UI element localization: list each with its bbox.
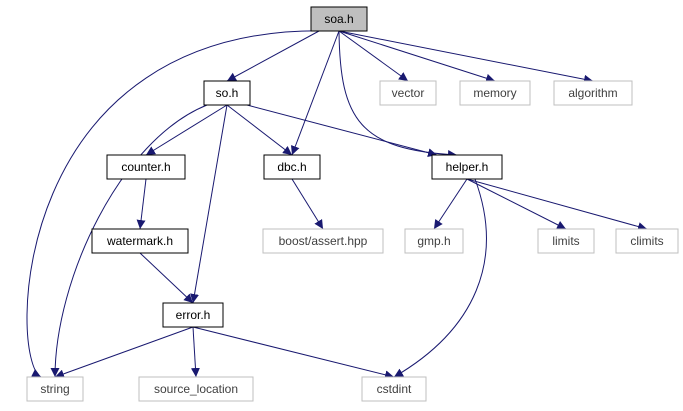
node-label: vector bbox=[392, 86, 425, 100]
edge-so-to-counter bbox=[145, 104, 228, 156]
edge-so-to-helper bbox=[246, 104, 438, 158]
node-box bbox=[459, 80, 531, 106]
node-limits: limits bbox=[537, 228, 595, 254]
node-box bbox=[615, 228, 679, 254]
edge-error-to-string bbox=[54, 326, 194, 379]
edge-so-to-dbc bbox=[226, 104, 293, 156]
edge-so-to-error bbox=[190, 104, 228, 304]
edge-helper-to-limits bbox=[466, 178, 567, 230]
node-counter[interactable]: counter.h bbox=[106, 154, 186, 180]
edge-soa-to-memory bbox=[338, 30, 496, 83]
node-box bbox=[431, 154, 503, 180]
edge-counter-to-watermark bbox=[136, 178, 147, 230]
node-label: algorithm bbox=[568, 86, 617, 100]
edge-helper-to-gmp bbox=[433, 178, 468, 230]
node-label: soa.h bbox=[324, 12, 353, 26]
node-box bbox=[537, 228, 595, 254]
node-box bbox=[553, 80, 633, 106]
edge-dbc-to-boost_assert bbox=[291, 178, 324, 230]
node-label: boost/assert.hpp bbox=[279, 234, 368, 248]
node-label: counter.h bbox=[121, 160, 170, 174]
edge-soa-to-dbc bbox=[290, 30, 340, 156]
node-box bbox=[262, 228, 384, 254]
edge-soa-to-so bbox=[226, 30, 320, 82]
node-label: helper.h bbox=[446, 160, 489, 174]
edge-error-to-source_location bbox=[190, 326, 200, 378]
node-watermark[interactable]: watermark.h bbox=[91, 228, 189, 254]
node-dbc[interactable]: dbc.h bbox=[263, 154, 321, 180]
node-label: source_location bbox=[154, 382, 238, 396]
node-label: climits bbox=[630, 234, 663, 248]
node-label: so.h bbox=[216, 86, 239, 100]
nodes-layer: soa.h so.h vector memory algorithm counter.h d… bbox=[26, 6, 679, 402]
node-label: watermark.h bbox=[106, 234, 173, 248]
edge-soa-to-vector bbox=[338, 30, 409, 82]
node-soa[interactable]: soa.h bbox=[310, 6, 368, 32]
edge-so-to-string bbox=[50, 104, 208, 378]
node-box bbox=[263, 154, 321, 180]
edge-watermark-to-error bbox=[139, 252, 194, 304]
node-vector: vector bbox=[379, 80, 437, 106]
node-box bbox=[26, 376, 84, 402]
node-box bbox=[162, 302, 224, 328]
node-boost-assert: boost/assert.hpp bbox=[262, 228, 384, 254]
node-box bbox=[310, 6, 368, 32]
node-algorithm: algorithm bbox=[553, 80, 633, 106]
node-box bbox=[404, 228, 464, 254]
node-memory: memory bbox=[459, 80, 531, 106]
node-label: cstdint bbox=[377, 382, 412, 396]
node-cstdint: cstdint bbox=[361, 376, 427, 402]
edge-soa-to-string bbox=[26, 30, 335, 378]
node-box bbox=[138, 376, 254, 402]
edge-soa-to-algorithm bbox=[338, 30, 594, 84]
node-error[interactable]: error.h bbox=[162, 302, 224, 328]
node-so[interactable]: so.h bbox=[203, 80, 251, 106]
edge-error-to-cstdint bbox=[192, 326, 395, 380]
node-label: string bbox=[40, 382, 69, 396]
node-box bbox=[91, 228, 189, 254]
node-string: string bbox=[26, 376, 84, 402]
node-label: memory bbox=[473, 86, 516, 100]
node-label: limits bbox=[552, 234, 579, 248]
node-source-location: source_location bbox=[138, 376, 254, 402]
node-box bbox=[203, 80, 251, 106]
edges-layer bbox=[26, 30, 648, 380]
node-box bbox=[361, 376, 427, 402]
edge-helper-to-climits bbox=[466, 178, 648, 231]
node-box bbox=[106, 154, 186, 180]
edge-helper-to-cstdint bbox=[393, 178, 487, 378]
node-box bbox=[379, 80, 437, 106]
node-gmp: gmp.h bbox=[404, 228, 464, 254]
node-label: error.h bbox=[176, 308, 211, 322]
node-label: gmp.h bbox=[417, 234, 450, 248]
node-label: dbc.h bbox=[277, 160, 306, 174]
node-helper[interactable]: helper.h bbox=[431, 154, 503, 180]
node-climits: climits bbox=[615, 228, 679, 254]
